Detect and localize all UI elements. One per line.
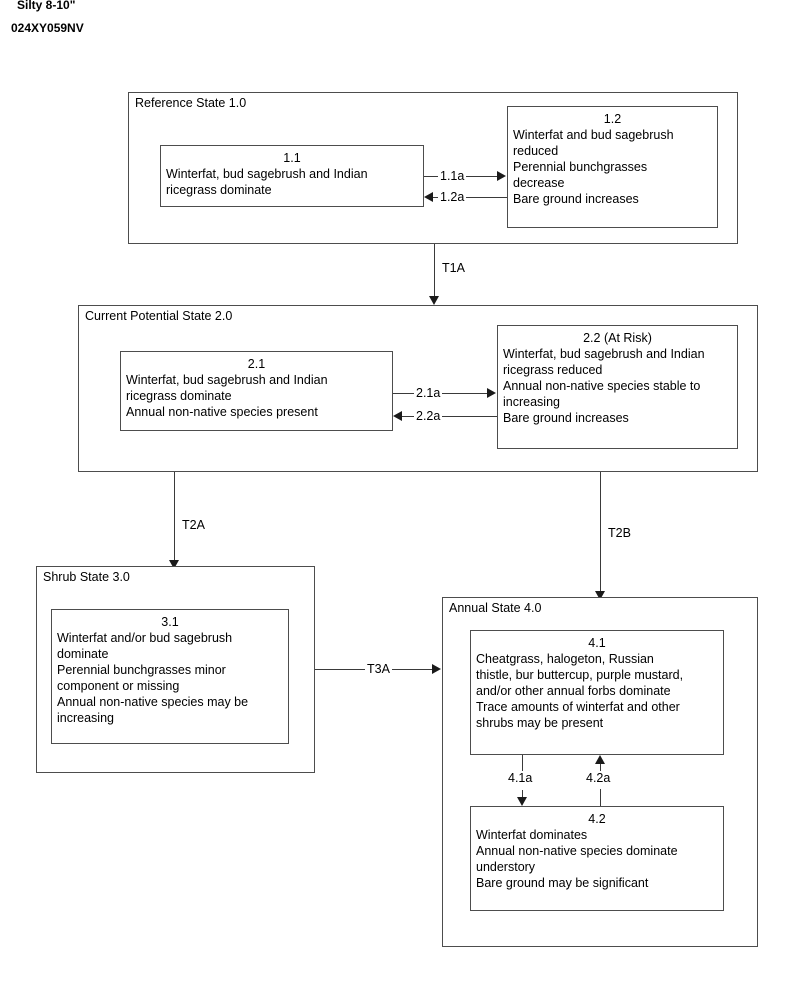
connector-1-2a-arrowhead xyxy=(424,192,433,202)
transition-t1a-line xyxy=(434,244,435,296)
phase-number-1-2: 1.2 xyxy=(603,112,622,126)
transition-label-t2b: T2B xyxy=(606,526,633,540)
transition-t2a-arrowhead xyxy=(169,560,179,569)
phase-line: thistle, bur buttercup, purple mustard, xyxy=(476,668,684,682)
phase-box-1-1: 1.1 Winterfat, bud sagebrush and Indian … xyxy=(160,145,424,207)
connector-1-1a-arrowhead xyxy=(497,171,506,181)
phase-number-3-1: 3.1 xyxy=(161,615,179,629)
phase-line: Trace amounts of winterfat and other xyxy=(476,700,680,714)
connector-label-4-2a: 4.2a xyxy=(584,771,613,785)
connector-label-4-1a: 4.1a xyxy=(506,771,535,785)
transition-t2b-arrowhead xyxy=(595,591,605,600)
phase-number-4-2: 4.2 xyxy=(588,812,606,826)
connector-2-2a-arrowhead xyxy=(393,411,402,421)
phase-line: Perennial bunchgrasses xyxy=(513,160,648,174)
transition-label-t2a: T2A xyxy=(180,518,207,532)
connector-label-1-2a: 1.2a xyxy=(438,190,467,204)
phase-line: ricegrass dominate xyxy=(166,183,272,197)
state-label-annual-4-0: Annual State 4.0 xyxy=(449,601,542,615)
connector-2-1a-arrowhead xyxy=(487,388,496,398)
phase-line: Annual non-native species may be xyxy=(57,695,249,709)
transition-label-t3a: T3A xyxy=(365,662,392,676)
phase-line: Cheatgrass, halogeton, Russian xyxy=(476,652,654,666)
phase-line: Perennial bunchgrasses minor xyxy=(57,663,226,677)
phase-line: Winterfat, bud sagebrush and Indian xyxy=(126,373,328,387)
connector-label-2-1a: 2.1a xyxy=(414,386,443,400)
phase-line: ricegrass dominate xyxy=(126,389,232,403)
phase-line: Annual non-native species stable to xyxy=(503,379,701,393)
phase-line: reduced xyxy=(513,144,559,158)
phase-text-2-1: Winterfat, bud sagebrush and Indian rice… xyxy=(126,372,387,420)
connector-label-2-2a: 2.2a xyxy=(414,409,443,423)
phase-text-4-2: Winterfat dominates Annual non-native sp… xyxy=(476,827,718,891)
state-label-reference-1-0: Reference State 1.0 xyxy=(135,96,247,110)
transition-label-t1a: T1A xyxy=(440,261,467,275)
phase-line: Winterfat and/or bud sagebrush xyxy=(57,631,233,645)
phase-line: Annual non-native species present xyxy=(126,405,318,419)
phase-number-4-1: 4.1 xyxy=(588,636,606,650)
phase-text-3-1: Winterfat and/or bud sagebrush dominate … xyxy=(57,630,283,726)
phase-line: increasing xyxy=(503,395,560,409)
connector-4-2a-arrowhead xyxy=(595,755,605,764)
phase-line: Bare ground may be significant xyxy=(476,876,649,890)
connector-4-1a-arrowhead xyxy=(517,797,527,806)
phase-text-1-2: Winterfat and bud sagebrush reduced Pere… xyxy=(513,127,712,207)
phase-box-3-1: 3.1 Winterfat and/or bud sagebrush domin… xyxy=(51,609,289,744)
connector-4-2a-line xyxy=(600,789,601,807)
phase-box-2-2: 2.2 (At Risk) Winterfat, bud sagebrush a… xyxy=(497,325,738,449)
phase-number-2-2: 2.2 (At Risk) xyxy=(583,331,652,345)
connector-4-2a-line-upper xyxy=(600,764,601,772)
phase-box-1-2: 1.2 Winterfat and bud sagebrush reduced … xyxy=(507,106,718,228)
phase-line: Winterfat, bud sagebrush and Indian xyxy=(503,347,705,361)
phase-box-4-1: 4.1 Cheatgrass, halogeton, Russian thist… xyxy=(470,630,724,755)
phase-line: Winterfat, bud sagebrush and Indian xyxy=(166,167,368,181)
phase-line: and/or other annual forbs dominate xyxy=(476,684,671,698)
phase-line: increasing xyxy=(57,711,114,725)
state-label-shrub-3-0: Shrub State 3.0 xyxy=(43,570,130,584)
phase-line: Annual non-native species dominate xyxy=(476,844,678,858)
phase-line: component or missing xyxy=(57,679,180,693)
phase-text-2-2: Winterfat, bud sagebrush and Indian rice… xyxy=(503,346,732,426)
phase-number-1-1: 1.1 xyxy=(283,151,301,165)
phase-text-1-1: Winterfat, bud sagebrush and Indian rice… xyxy=(166,166,418,198)
phase-line: dominate xyxy=(57,647,109,661)
ecological-site-id: 024XY059NV xyxy=(11,21,84,35)
phase-box-2-1: 2.1 Winterfat, bud sagebrush and Indian … xyxy=(120,351,393,431)
phase-line: Bare ground increases xyxy=(513,192,639,206)
transition-t3a-arrowhead xyxy=(432,664,441,674)
phase-line: Winterfat and bud sagebrush xyxy=(513,128,674,142)
connector-2-2a-line xyxy=(402,416,497,417)
transition-t2a-line xyxy=(174,472,175,560)
connector-4-1a-line xyxy=(522,755,523,772)
phase-line: ricegrass reduced xyxy=(503,363,603,377)
phase-text-4-1: Cheatgrass, halogeton, Russian thistle, … xyxy=(476,651,718,731)
connector-4-1a-line-lower xyxy=(522,790,523,798)
phase-line: Winterfat dominates xyxy=(476,828,588,842)
phase-line: shrubs may be present xyxy=(476,716,604,730)
transition-t1a-arrowhead xyxy=(429,296,439,305)
transition-t2b-line xyxy=(600,472,601,591)
phase-line: decrease xyxy=(513,176,565,190)
ecological-site-name: Silty 8-10" xyxy=(17,0,76,12)
phase-number-2-1: 2.1 xyxy=(247,357,266,371)
connector-1-2a-line xyxy=(433,197,507,198)
phase-box-4-2: 4.2 Winterfat dominates Annual non-nativ… xyxy=(470,806,724,911)
phase-line: understory xyxy=(476,860,536,874)
connector-label-1-1a: 1.1a xyxy=(438,169,467,183)
phase-line: Bare ground increases xyxy=(503,411,629,425)
state-label-current-potential-2-0: Current Potential State 2.0 xyxy=(85,309,233,323)
